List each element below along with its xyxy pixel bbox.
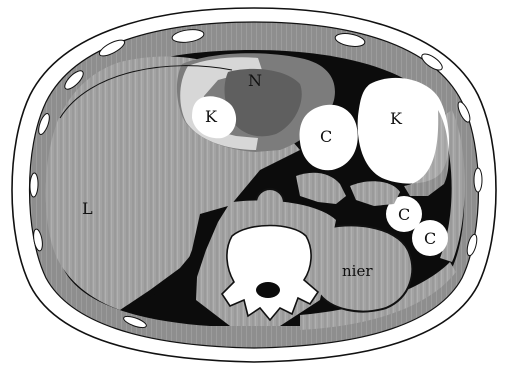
spinal-canal xyxy=(256,282,280,298)
label-left-k: K xyxy=(205,107,218,126)
label-kidney: nier xyxy=(342,262,373,280)
label-stomach-n: N xyxy=(248,71,262,90)
label-colon-lower: C xyxy=(424,229,436,248)
label-colon-middle: C xyxy=(398,205,410,224)
label-liver: L xyxy=(82,199,93,218)
label-right-k: K xyxy=(390,109,403,128)
label-colon-upper: C xyxy=(320,127,332,146)
